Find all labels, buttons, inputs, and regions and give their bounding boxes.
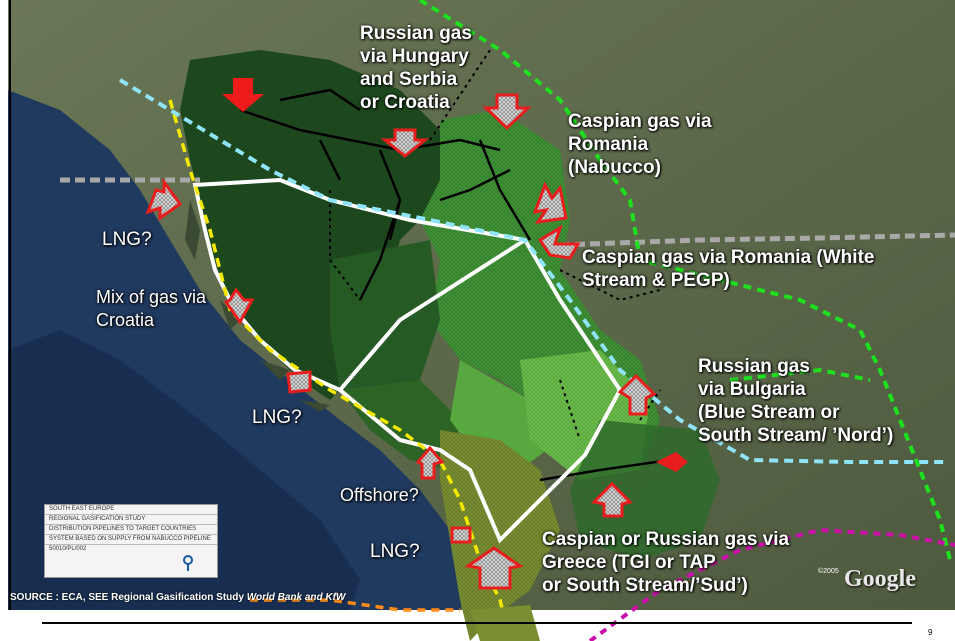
cyan-dash-route: [118, 78, 945, 464]
legend-line-5: 50010/PL/002: [49, 546, 87, 552]
label-russian-gas-bulgaria: Russian gas via Bulgaria (Blue Stream or…: [698, 356, 894, 446]
label-russian-gas-hungary: Russian gas via Hungary and Serbia or Cr…: [360, 23, 472, 113]
arrow-hungary-solid: [222, 78, 264, 112]
region-bosnia: [330, 240, 440, 400]
label-caspian-white-stream: Caspian gas via Romania (White Stream & …: [582, 247, 875, 291]
label-lng-3: LNG?: [370, 541, 420, 562]
orange-dash-route: [250, 598, 460, 612]
legend-line-2: REGIONAL GASIFICATION STUDY: [45, 515, 217, 525]
label-lng-1: LNG?: [102, 229, 152, 250]
grey-dash-route: [60, 177, 955, 248]
green-dash-route-2: [729, 367, 871, 382]
arrow-bulgaria-solid: [656, 452, 688, 472]
supply-arrows: [145, 93, 657, 590]
legend-line-4: SYSTEM BASED ON SUPPLY FROM NABUCCO PIPE…: [45, 535, 217, 545]
copyright-text: ©2005: [818, 568, 839, 575]
proposed-pipelines: [329, 49, 661, 441]
page-number: 9: [928, 628, 933, 637]
study-logo-icon: [183, 555, 193, 571]
green-dash-route: [418, 0, 952, 561]
map-legend-box: SOUTH EAST EUROPE REGIONAL GASIFICATION …: [44, 504, 218, 578]
legend-line-3: DISTRIBUTION PIPELINES TO TARGET COUNTRI…: [45, 525, 217, 535]
label-lng-2: LNG?: [252, 407, 302, 428]
distribution-pipelines: [239, 88, 671, 482]
legend-line-1: SOUTH EAST EUROPE: [45, 505, 217, 515]
google-watermark: Google: [844, 566, 916, 592]
source-citation: SOURCE : ECA, SEE Regional Gasification …: [10, 592, 346, 603]
label-mix-croatia: Mix of gas via Croatia: [96, 287, 207, 330]
label-caspian-nabucco: Caspian gas via Romania (Nabucco): [568, 111, 712, 178]
label-caspian-greece: Caspian or Russian gas via Greece (TGI o…: [542, 529, 790, 596]
footer-rule: [42, 622, 912, 624]
label-offshore: Offshore?: [340, 485, 419, 505]
region-southeast: [570, 420, 720, 560]
